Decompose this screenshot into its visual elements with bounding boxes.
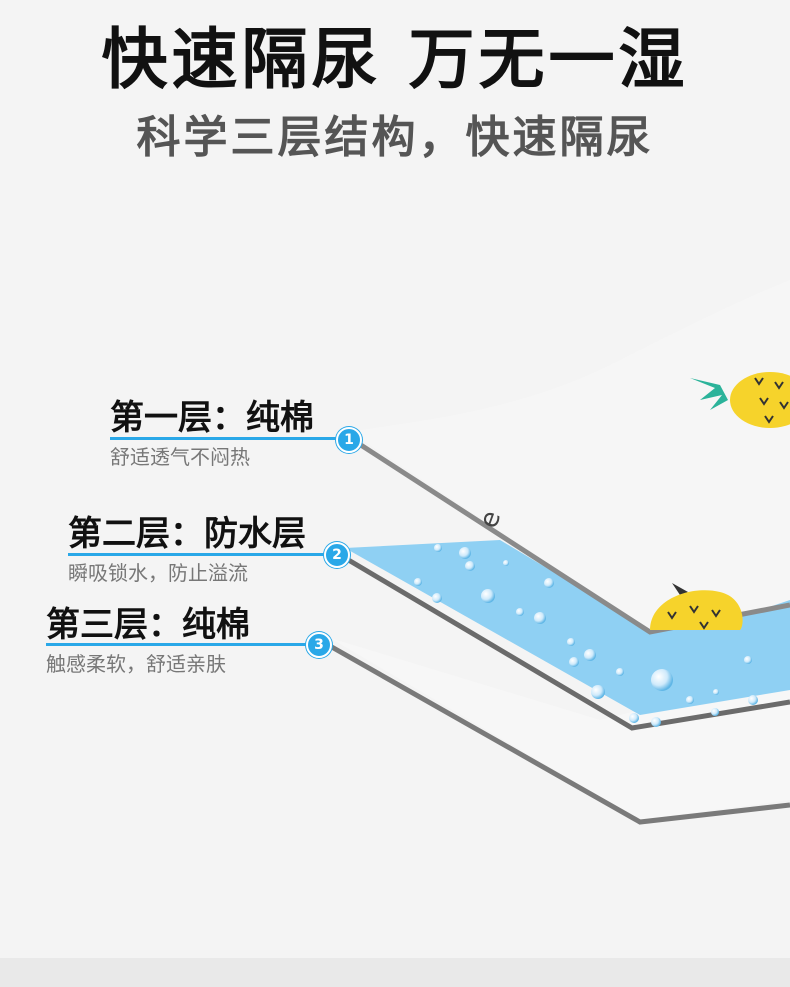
subheadline: 科学三层结构，快速隔尿	[136, 112, 654, 163]
layer-1-fabric	[350, 280, 790, 630]
layer-3-pointer-line	[46, 643, 308, 646]
layer-1-title: 第一层：纯棉	[110, 398, 314, 438]
layer-1-edge	[348, 435, 790, 635]
layer-2-pointer-line	[68, 553, 328, 556]
layer-2-edge	[333, 549, 790, 731]
layer-3-description: 触感柔软，舒适亲肤	[46, 652, 226, 676]
layer-1-description: 舒适透气不闷热	[110, 445, 250, 469]
layer-2-title: 第二层：防水层	[68, 514, 306, 554]
layer-3-number-badge: 3	[306, 632, 332, 658]
pineapple-icon	[690, 372, 790, 428]
water-droplet-icon	[414, 544, 758, 727]
pineapple-icon	[650, 583, 743, 630]
layer-1-callout: 第一层：纯棉 舒适透气不闷热	[110, 398, 314, 470]
layer-3-edge	[328, 643, 790, 825]
layer-3-title: 第三层：纯棉	[46, 605, 250, 645]
headline: 快速隔尿 万无一湿	[101, 21, 689, 98]
layer-2-fabric	[345, 540, 790, 715]
layer-2-number-badge: 2	[324, 542, 350, 568]
next-section-edge	[0, 958, 790, 987]
layer-1-number-badge: 1	[336, 427, 362, 453]
layer-2-callout: 第二层：防水层 瞬吸锁水，防止溢流	[68, 514, 306, 586]
layer-3-callout: 第三层：纯棉 触感柔软，舒适亲肤	[46, 605, 250, 677]
layer-2-description: 瞬吸锁水，防止溢流	[68, 561, 248, 585]
layer-1-pointer-line	[110, 437, 340, 440]
layer-3-fabric	[330, 638, 790, 820]
